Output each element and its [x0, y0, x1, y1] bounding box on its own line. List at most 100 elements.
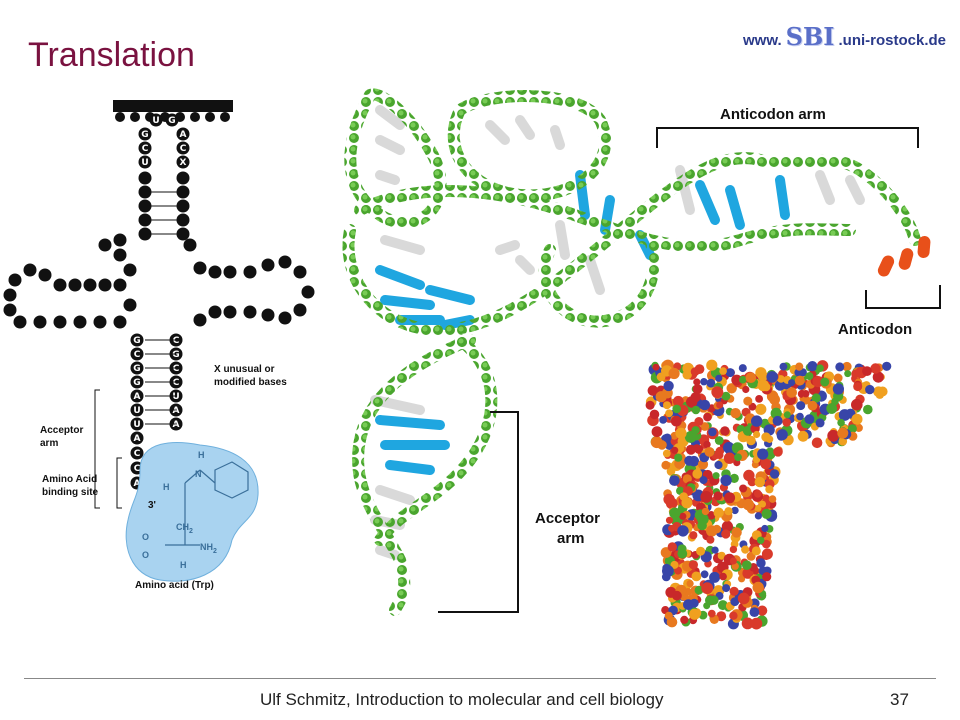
atom-sphere [656, 372, 666, 382]
atom-sphere [724, 507, 733, 516]
atom-sphere [754, 512, 763, 520]
svg-text:C: C [173, 336, 180, 346]
atom-sphere [794, 375, 805, 386]
chem-h-left: H [163, 482, 170, 492]
footer-divider [24, 678, 936, 679]
atom-sphere [659, 416, 667, 424]
backbone-strands [342, 88, 921, 616]
base-pair [775, 175, 790, 220]
t-arm-base [243, 305, 257, 319]
atom-sphere [729, 557, 737, 565]
atom-sphere [757, 448, 769, 460]
atom-sphere [863, 404, 873, 415]
atom-sphere [844, 370, 852, 378]
atom-sphere [811, 437, 823, 449]
atom-sphere [720, 426, 730, 436]
t-arm-base [183, 238, 197, 252]
atom-sphere [870, 363, 881, 374]
atom-sphere [762, 572, 772, 582]
acceptor-arm-bracket [438, 411, 519, 613]
svg-text:G: G [133, 336, 140, 346]
atom-sphere [724, 492, 736, 504]
atom-sphere [760, 458, 772, 470]
anticodon-loop-base: G [165, 113, 179, 127]
atom-sphere [665, 516, 674, 524]
chem-o-bottom: O [142, 550, 149, 560]
atom-sphere [707, 609, 716, 618]
atom-sphere [663, 493, 675, 506]
atom-sphere [714, 460, 723, 470]
atom-sphere [711, 386, 724, 399]
d-arm-base [38, 268, 52, 282]
svg-text:G: G [141, 130, 148, 140]
svg-text:A: A [173, 406, 180, 416]
atom-sphere [672, 590, 682, 601]
atom-sphere [691, 426, 700, 435]
svg-text:C: C [134, 464, 141, 474]
base-pair [375, 265, 425, 290]
atom-sphere [651, 426, 663, 438]
atom-sphere [703, 412, 712, 422]
svg-text:X: X [180, 158, 187, 168]
atom-sphere [667, 542, 677, 552]
atom-sphere [723, 441, 735, 454]
brand-url: www.SBI.uni-rostock.de [743, 22, 946, 51]
svg-text:G: G [172, 350, 179, 360]
atom-sphere [746, 435, 756, 446]
acceptor-arm-label-line2: arm [557, 530, 585, 547]
atom-sphere [729, 473, 739, 483]
anticodon-loop-base: C [176, 141, 190, 155]
base-pair [375, 415, 445, 430]
atom-sphere [712, 524, 722, 534]
acceptor-bracket [94, 389, 100, 509]
atom-sphere [882, 361, 892, 371]
d-arm-base [68, 278, 82, 292]
anticodon-red-bases [877, 236, 931, 277]
atom-sphere [670, 415, 682, 427]
svg-text:G: G [133, 378, 140, 388]
acceptor-label-line1: Acceptor [40, 425, 83, 436]
atom-sphere [743, 396, 753, 406]
atom-sphere [761, 548, 773, 560]
atom-sphere [668, 524, 676, 532]
atom-sphere [655, 391, 667, 403]
atom-sphere [652, 363, 660, 371]
atom-sphere [726, 383, 737, 394]
atom-sphere [719, 572, 727, 581]
atom-sphere [668, 367, 680, 380]
footer-text: Ulf Schmitz, Introduction to molecular a… [260, 690, 664, 709]
atom-sphere [741, 545, 750, 554]
atom-sphere [761, 508, 772, 519]
atom-sphere [721, 520, 734, 533]
base-pair [375, 485, 415, 505]
atom-sphere [777, 375, 785, 383]
acceptor-stem-base-5: G [130, 375, 144, 389]
atom-sphere [730, 597, 740, 607]
atom-sphere [689, 598, 699, 608]
atom-sphere [672, 404, 681, 414]
atom-sphere [753, 489, 762, 498]
atom-sphere [765, 485, 774, 494]
atom-sphere [679, 512, 687, 520]
anticodon-loop-base: A [176, 127, 190, 141]
acceptor-stem-base-3: C [169, 333, 183, 347]
atom-sphere [751, 415, 763, 427]
svg-text:C: C [180, 144, 187, 154]
atom-sphere [761, 524, 769, 533]
atom-sphere [853, 382, 863, 392]
atom-sphere [691, 571, 702, 582]
atom-sphere [767, 393, 775, 402]
base-pair [380, 295, 435, 310]
binding-label-line2: binding site [42, 487, 99, 498]
stem-base [176, 171, 190, 185]
atom-sphere [826, 403, 838, 414]
base-pair [550, 125, 565, 150]
svg-text:U: U [141, 158, 148, 168]
atom-sphere [757, 605, 768, 616]
base-pair [815, 170, 835, 205]
space-filling-model [645, 359, 892, 630]
base-pair [515, 255, 535, 275]
svg-text:U: U [133, 420, 140, 430]
atom-sphere [706, 362, 714, 371]
